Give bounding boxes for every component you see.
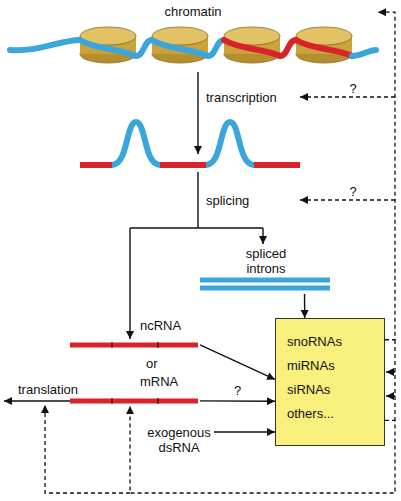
annotation-label: exogenous dsRNA [144, 425, 214, 455]
ncrna-node: ncRNA [68, 318, 200, 350]
chromatin-node: chromatin [8, 2, 378, 70]
junction-tick [112, 398, 113, 404]
junction-tick [158, 342, 159, 348]
node-text: chromatin [8, 4, 378, 19]
intron-bar [200, 286, 330, 291]
branch-arrow [262, 228, 263, 244]
annotation-label: translation [18, 382, 90, 397]
mrna-node: mRNA [68, 374, 200, 406]
intron-node: spliced introns [198, 244, 332, 294]
intron [112, 122, 160, 165]
small-rna-box: snoRNAs miRNAs siRNAs others... [275, 318, 385, 446]
ncrna-bar [70, 343, 198, 348]
gene-wrap [224, 40, 280, 56]
dna-linker [352, 50, 376, 56]
feedback-arrow [386, 395, 395, 396]
edge-label: ? [228, 383, 248, 398]
feedback-arrow [300, 96, 395, 97]
exogenous-arrow [214, 431, 275, 432]
annotation-label: or [146, 356, 166, 371]
exon [80, 162, 112, 168]
exon-junctions [112, 342, 158, 404]
transcription-arrow [197, 72, 198, 154]
dna-linker [136, 40, 152, 56]
feedback-lines [45, 97, 395, 493]
dna-wrap [152, 40, 208, 56]
feedback-connector [130, 406, 395, 493]
gene-wrap [296, 40, 352, 56]
pre-mrna [80, 122, 300, 165]
exon [160, 162, 206, 168]
flow-arrow [200, 345, 275, 380]
junction-tick [158, 398, 159, 404]
intron-bar [200, 278, 330, 283]
annotation-label: splicing [206, 193, 286, 208]
feedback-arrow [45, 405, 130, 493]
flow-arrow [200, 400, 275, 402]
feedback-line [394, 340, 395, 420]
flow-arrow [304, 294, 306, 318]
dna-linker [208, 40, 224, 56]
gene-linker [280, 40, 296, 56]
exon [254, 162, 300, 168]
dna-strand [10, 40, 376, 56]
branch-line [130, 227, 263, 228]
dna-linker [10, 40, 80, 50]
node-text: spliced introns [236, 246, 296, 276]
feedback-arrow [386, 371, 395, 372]
node-text: snoRNAs miRNAs siRNAs others... [287, 330, 349, 426]
translation-arrow [4, 400, 70, 401]
annotation-label: ? [346, 81, 360, 96]
annotation-label: transcription [206, 90, 298, 105]
intron [206, 122, 254, 165]
annotation-label: ? [346, 184, 360, 199]
feedback-arrow [300, 199, 395, 200]
mrna-bar [70, 399, 198, 404]
feedback-connector [378, 12, 395, 340]
splicing-line [197, 172, 198, 228]
junction-tick [112, 342, 113, 348]
nucleosomes [80, 27, 352, 63]
dna-wrap [80, 40, 136, 56]
node-text: ncRNA [140, 318, 198, 333]
branch-arrow [129, 228, 130, 339]
node-text: mRNA [140, 374, 198, 389]
